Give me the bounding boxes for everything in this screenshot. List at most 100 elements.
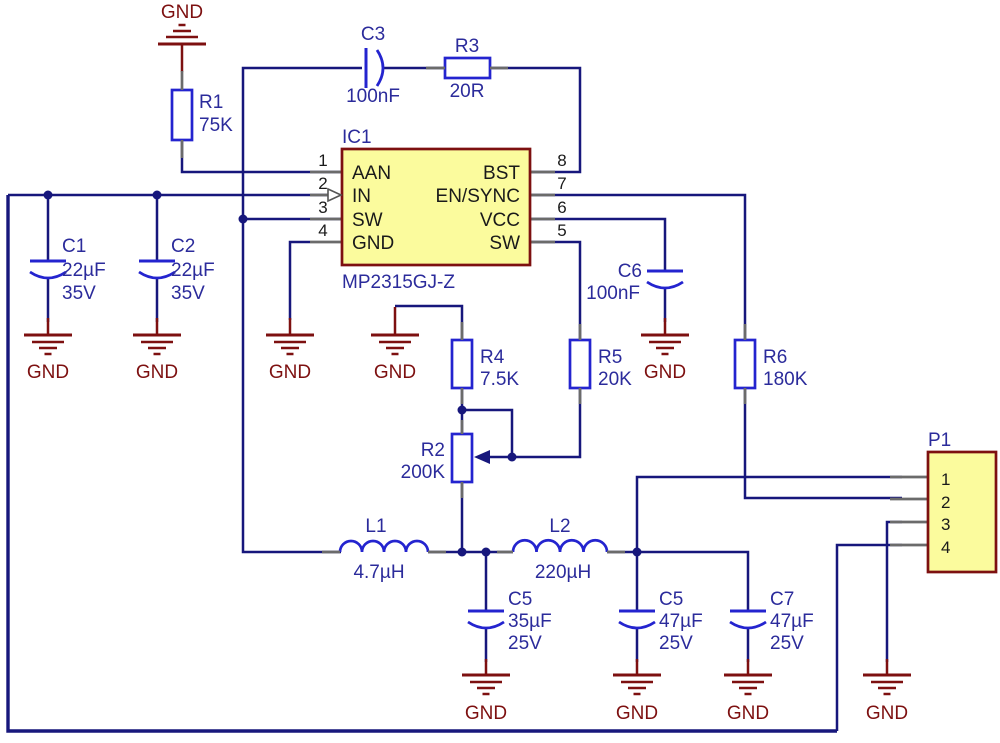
gnd-label-c6: GND [644,362,686,383]
c6-ref: C6 [618,261,642,282]
gnd-symbol-c2 [131,333,183,356]
c1-voltage: 35V [62,283,96,304]
resistor-r3-body [443,56,492,80]
l1-ref: L1 [365,516,386,537]
junction-dot [481,547,491,557]
capacitor-c5a-body [466,609,506,630]
ic-pin-number: 6 [557,198,566,217]
resistor-r5-body [568,338,592,390]
wire-vcc-to-c6 [530,217,667,271]
r3-value: 20R [450,81,485,102]
lead-stubs [180,66,928,554]
inductor-l1-body [338,539,430,553]
gnd-label-c5b: GND [616,703,658,724]
ic-pin-name: VCC [480,210,520,231]
c7-ref: C7 [770,589,794,610]
r3-ref: R3 [455,36,479,57]
gnd-symbol-c7 [722,673,774,696]
ic-pin-name: SW [352,210,383,231]
ic-pin-name: IN [352,186,371,207]
c1-value: 22µF [62,260,106,281]
r4-ref: R4 [480,347,505,368]
r2-value: 200K [401,462,446,483]
gnd-label-r4: GND [374,362,416,383]
ic-pin-number: 8 [557,151,566,170]
c3-ref: C3 [361,24,385,45]
c5b-value: 47µF [659,611,703,632]
gnd-symbol-ic-pin4 [264,333,316,356]
wire-r4-top-gnd [395,304,464,342]
component-labels: R1 75K C3 100nF R3 20R C1 22µF 35V C2 22… [62,24,814,654]
r5-value: 20K [598,369,632,390]
potentiometer-r2-body [450,432,474,484]
c3-value: 100nF [346,86,400,107]
ic-pin-name: AAN [352,163,391,184]
components [28,48,768,630]
wire-sw-net [241,66,362,554]
gnd-label-c2: GND [136,362,178,383]
c6-value: 100nF [586,283,640,304]
ic-left-pin-stubs [310,170,342,244]
ic-pin-name: GND [352,233,394,254]
c5a-value: 35µF [508,611,552,632]
capacitor-c1-body [28,259,68,280]
c5a-ref: C5 [508,589,532,610]
capacitor-c5b-body [617,609,657,630]
l1-value: 4.7µH [353,562,404,583]
junction-dot [507,452,517,462]
wire-p1-pin3-gnd [885,520,902,662]
ic-pin-name: SW [489,233,520,254]
junction-dots [43,190,642,557]
capacitor-c3-body [364,48,385,88]
gnd-stems [46,45,889,675]
junction-dot [152,190,162,200]
r2-ref: R2 [421,440,445,461]
c2-value: 22µF [171,260,215,281]
gnd-symbol-c6 [639,333,691,356]
inductor-l2-body [511,538,609,553]
c2-voltage: 35V [171,283,205,304]
ic-right-pin-stubs [530,170,555,244]
p1-body [926,450,998,574]
gnd-symbol-c1 [22,333,74,356]
c5b-voltage: 25V [659,633,693,654]
gnd-label-top: GND [161,2,203,23]
junction-dot [457,547,467,557]
junction-dot [238,214,248,224]
c2-ref: C2 [171,236,195,257]
gnd-label-c7: GND [727,703,769,724]
ic-ref-label: IC1 [342,127,372,148]
c3-plate-curved [375,49,385,87]
ic-pin-number: 1 [318,151,327,170]
junction-dot [632,547,642,557]
p1-pin-number: 2 [941,493,950,512]
c1-ref: C1 [62,236,86,257]
c5b-ref: C5 [659,589,683,610]
gnd-stems-bottom-row [484,659,889,675]
r1-ref: R1 [199,92,223,113]
ic-pin-number: 4 [318,221,327,240]
p1-pin-number: 4 [941,538,950,557]
ic-pin-number: 3 [318,198,327,217]
ic-pin-number: 2 [318,174,327,193]
capacitor-c7-body [728,609,768,630]
r4-value: 7.5K [480,369,519,390]
resistor-r1-body [170,88,194,142]
c7-value: 47µF [770,611,814,632]
p1-ref-label: P1 [928,430,951,451]
wire-en-to-r6 [530,193,747,342]
gnd-symbol-r4 [369,333,421,356]
p1-pin-number: 3 [941,515,950,534]
ic-pin-number: 5 [557,221,566,240]
ic-pin-name: BST [483,163,520,184]
r5-ref: R5 [598,347,622,368]
gnd-symbol-c5b [611,673,663,696]
wire-output-caps-bottom [484,628,750,662]
r1-value: 75K [199,115,233,136]
p1-pin-stubs [890,475,928,547]
ic1: IC1 MP2315GJ-Z 1 2 3 4 8 7 6 5 AAN IN SW… [318,127,566,293]
ic-body [340,147,532,267]
wire-r5-to-wiper [487,386,582,459]
resistor-r6-body [733,338,757,390]
